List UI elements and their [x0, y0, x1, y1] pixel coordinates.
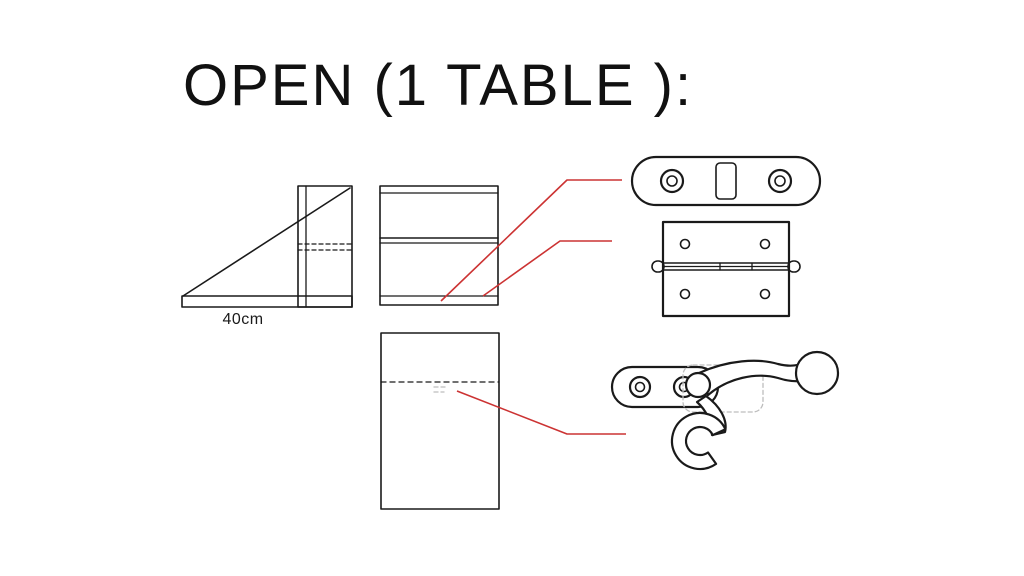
screw-hole — [759, 288, 771, 300]
table-side-view-drawing — [181, 185, 353, 308]
table-front-view-drawing — [379, 185, 499, 306]
screw-hole — [679, 238, 691, 250]
sash-latch-icon — [610, 350, 840, 471]
screw-hole — [759, 238, 771, 250]
screw-hole — [628, 375, 652, 399]
screw-hole-inner — [634, 381, 646, 393]
hinge-pin-cap-right — [787, 260, 801, 273]
screw-hole-inner — [774, 175, 786, 187]
closed-view-outline — [380, 332, 500, 510]
latch-slot — [715, 162, 737, 200]
front-view-outline — [379, 185, 499, 306]
screw-hole-inner — [666, 175, 678, 187]
hinge-leaf-outline — [661, 220, 791, 318]
hinge-pin-cap-left — [651, 260, 665, 273]
diagonal-brace-line — [182, 187, 351, 297]
latch-lever-arm — [697, 359, 812, 397]
screw-hole — [679, 288, 691, 300]
screw-hole — [659, 168, 685, 194]
screw-hole — [767, 168, 793, 194]
latch-hook — [670, 411, 727, 471]
wall-bracket-outline — [297, 185, 353, 308]
catch-plate-icon — [630, 155, 822, 207]
plate-outline — [630, 155, 822, 207]
latch-knob — [794, 350, 840, 396]
latch-pivot — [684, 371, 712, 399]
tabletop-folded-edge — [181, 295, 353, 308]
dimension-label: 40cm — [222, 311, 264, 328]
page-title: OPEN (1 TABLE ): — [183, 53, 694, 118]
table-closed-view-drawing — [380, 332, 500, 510]
hinge-icon — [651, 220, 801, 318]
